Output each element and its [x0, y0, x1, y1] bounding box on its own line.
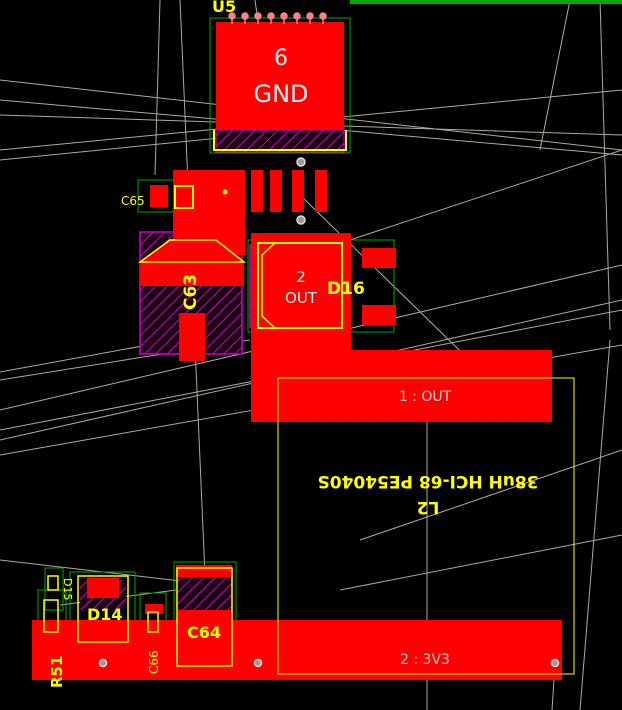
c66-designator: C66 [147, 650, 161, 674]
u5-gnd-pad [216, 22, 344, 130]
u5-pad-number: 6 [274, 46, 288, 71]
u5-pad-net: GND [253, 80, 308, 108]
c65-designator: C65 [121, 194, 145, 208]
l2-designator: L2 [417, 497, 440, 517]
silkscreen-outlines [43, 130, 575, 675]
labels: U5 6 GND C65 C63 2 OUT D16 1 : OUT 38uH … [48, 0, 539, 688]
d14-designator: D14 [87, 605, 123, 624]
via [296, 215, 306, 225]
d15-designator: D15 [61, 578, 74, 600]
pin1-marker [222, 189, 228, 195]
r51-designator: R51 [48, 656, 66, 688]
via [98, 658, 108, 668]
c63-designator: C63 [181, 274, 201, 310]
d16-pad-net: OUT [285, 289, 318, 307]
d16-pad-number: 2 [296, 268, 306, 286]
l2-pad2-label: 2 : 3V3 [400, 652, 450, 668]
c63-pad [140, 240, 244, 286]
l2-pad-2 [32, 620, 562, 680]
copper-top-layer [32, 22, 562, 680]
l2-value: 38uH HCI-68 PE54040S [317, 471, 538, 491]
c64-designator: C64 [187, 623, 221, 642]
via [253, 658, 263, 668]
via [296, 157, 306, 167]
l2-pad1-label: 1 : OUT [399, 389, 452, 405]
u5-designator: U5 [212, 0, 236, 16]
l2-pad-1 [251, 350, 552, 422]
via [550, 658, 560, 668]
vias [98, 157, 560, 668]
d16-pad [251, 233, 351, 353]
u5-pins [228, 12, 327, 24]
d16-designator: D16 [327, 279, 365, 299]
board-edge-highlight [350, 0, 622, 4]
